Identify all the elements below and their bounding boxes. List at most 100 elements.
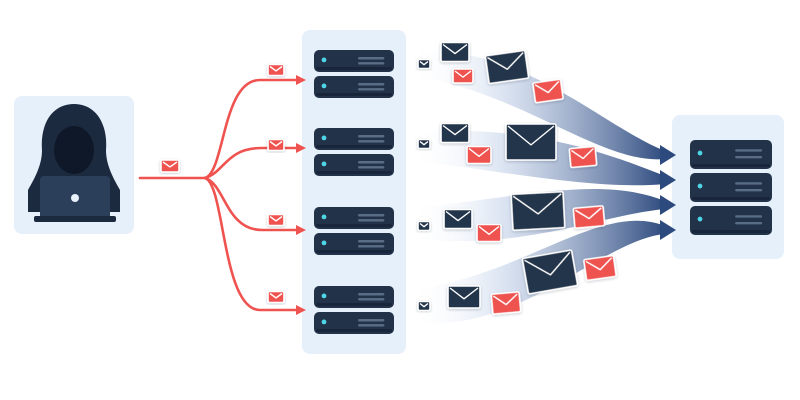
target-server	[690, 140, 772, 235]
envelope-flap	[524, 251, 571, 276]
server-unit	[314, 286, 394, 308]
server-slot	[358, 214, 385, 217]
server-unit	[314, 50, 394, 72]
server-led	[321, 57, 327, 63]
envelope-flap	[468, 147, 490, 158]
server-led	[321, 293, 327, 299]
server-unit	[314, 76, 394, 98]
face-shadow	[54, 126, 94, 174]
envelope-icon	[417, 220, 431, 232]
envelope-flap	[419, 60, 429, 66]
server-slot	[735, 182, 763, 185]
server-unit-shadow	[316, 93, 392, 96]
envelope-icon	[447, 285, 481, 309]
laptop-logo	[71, 194, 79, 202]
envelope-body	[583, 254, 617, 282]
envelope-body	[440, 122, 470, 144]
server-slot	[358, 319, 385, 322]
server-led	[697, 183, 703, 189]
envelope-flap	[487, 52, 524, 70]
envelope-flap	[478, 225, 500, 236]
relay-panel	[302, 30, 406, 354]
server-slot	[358, 161, 385, 164]
envelope-icon	[466, 145, 492, 165]
server-slot	[358, 219, 385, 222]
envelope-icon	[452, 68, 474, 84]
attack-path-3	[203, 176, 300, 232]
envelope-icon	[417, 58, 431, 70]
flood-arrowhead-4	[660, 220, 676, 240]
server-slot	[358, 293, 385, 296]
envelope-flap	[570, 148, 594, 160]
envelope-flap	[419, 140, 429, 146]
attack-paths	[138, 78, 300, 312]
server-unit-shadow	[316, 171, 392, 174]
attack-path-2	[203, 146, 300, 180]
server-unit	[690, 140, 772, 169]
envelope-icon	[568, 145, 598, 169]
server-unit	[314, 207, 394, 229]
server-led	[321, 214, 327, 220]
server-unit	[314, 128, 394, 150]
envelope-icon	[521, 249, 579, 295]
flood-arrowhead-1	[660, 145, 676, 165]
server-slot	[735, 155, 763, 159]
server-led	[697, 216, 703, 222]
envelope-icon	[267, 138, 285, 152]
server-unit-shadow	[316, 224, 392, 227]
server-unit-shadow	[692, 197, 770, 200]
arrowhead-3	[296, 225, 306, 235]
envelope-flap	[507, 125, 555, 146]
server-led	[321, 83, 327, 89]
envelope-body	[443, 208, 473, 230]
envelope-body	[521, 249, 579, 295]
envelope-flap	[419, 222, 429, 228]
server-slot	[358, 240, 385, 243]
envelope-flap	[269, 65, 283, 72]
envelope-icon	[160, 159, 180, 173]
server-slot	[358, 83, 385, 86]
envelope-body	[440, 41, 470, 63]
path-envelopes	[267, 63, 285, 304]
server-rack-icon	[314, 207, 394, 255]
hooded-hacker-with-laptop-icon	[28, 104, 120, 222]
server-unit-shadow	[316, 303, 392, 306]
envelope-flap	[269, 215, 283, 222]
server-led	[321, 240, 327, 246]
server-unit-shadow	[316, 67, 392, 70]
envelope-icon	[417, 138, 431, 150]
server-unit	[314, 312, 394, 334]
envelope-icon	[267, 213, 285, 227]
envelope-flap	[534, 80, 560, 94]
envelope-flap	[574, 207, 602, 220]
envelope-flap	[162, 161, 178, 168]
arrowhead-1	[296, 75, 306, 85]
envelope-icon	[443, 208, 473, 230]
envelope-flap	[512, 193, 562, 215]
server-unit	[314, 154, 394, 176]
envelope-icon	[417, 300, 431, 312]
envelope-flap	[454, 70, 472, 78]
envelope-body	[505, 123, 557, 161]
flood-envelopes	[417, 41, 617, 315]
server-slot	[735, 215, 763, 218]
envelope-icon	[267, 290, 285, 304]
envelope-icon	[583, 254, 617, 282]
envelope-flap	[492, 293, 518, 306]
envelope-flap	[585, 257, 613, 271]
flood-arrowhead-3	[660, 195, 676, 215]
server-slot	[358, 245, 385, 248]
server-rack-icon	[314, 50, 394, 98]
server-unit-shadow	[316, 250, 392, 253]
server-slot	[358, 62, 385, 65]
server-slot	[358, 324, 385, 327]
server-slot	[358, 140, 385, 143]
server-rack-icon	[314, 128, 394, 176]
envelope-body	[447, 285, 481, 309]
envelope-icon	[267, 63, 285, 77]
envelope-flap	[442, 43, 468, 55]
flood-arrowhead-2	[660, 170, 676, 190]
server-unit-shadow	[316, 329, 392, 332]
relay-servers	[314, 50, 394, 334]
